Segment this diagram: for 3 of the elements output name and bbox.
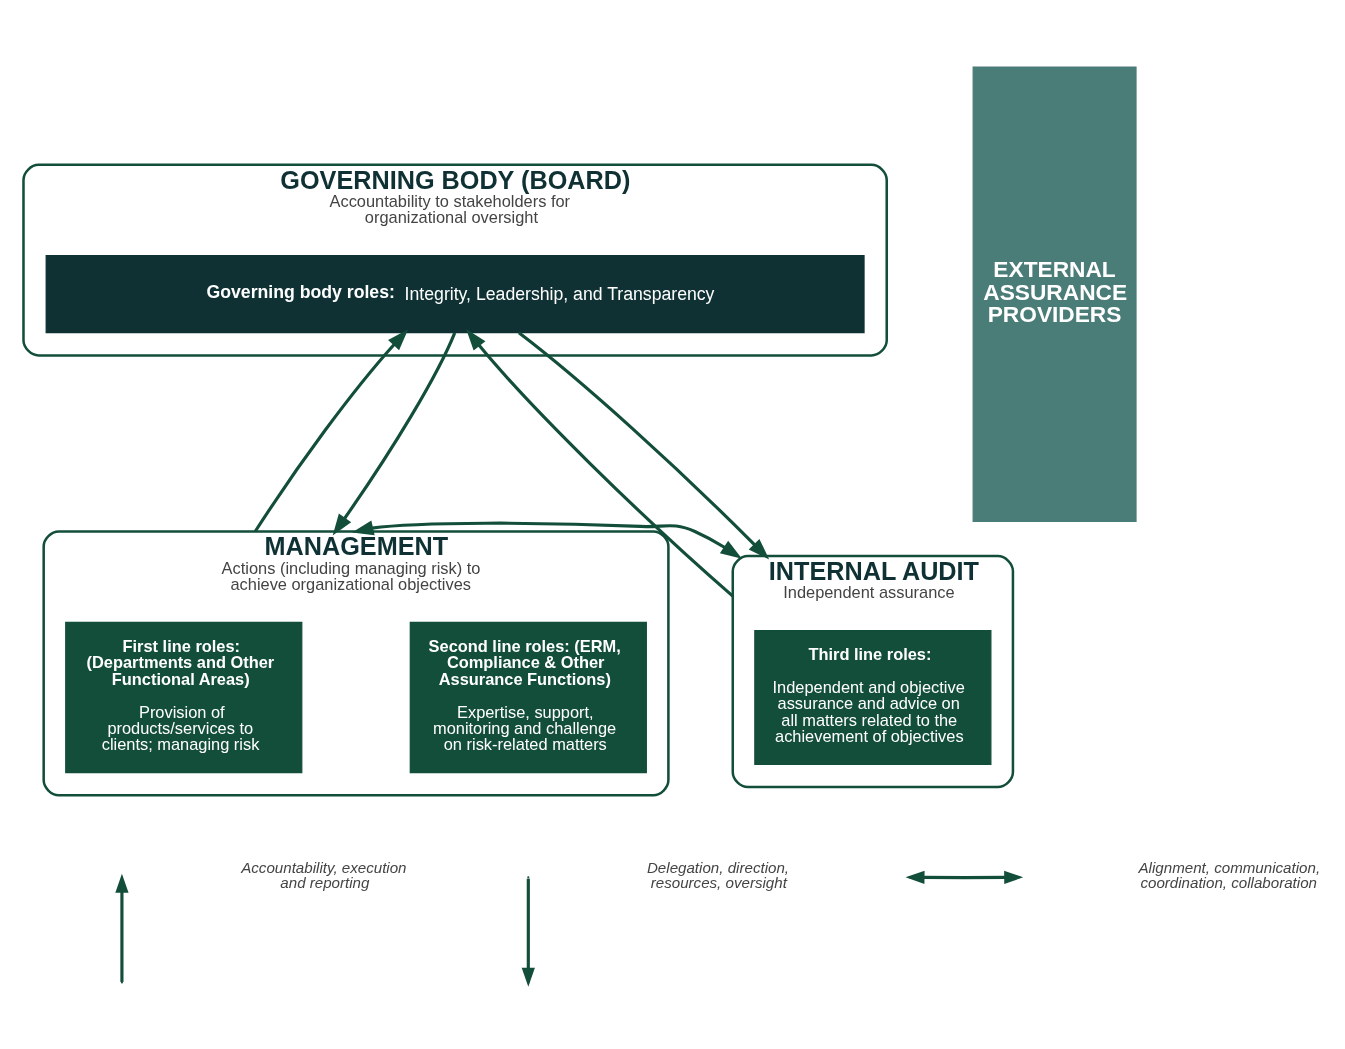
legend-label: Delegation, direction, resources, oversight: [646, 858, 790, 891]
legend-label: Alignment, communication, coordination, collaboration: [1138, 858, 1321, 891]
legend-label: Accountability, execution and reporting: [241, 858, 407, 891]
